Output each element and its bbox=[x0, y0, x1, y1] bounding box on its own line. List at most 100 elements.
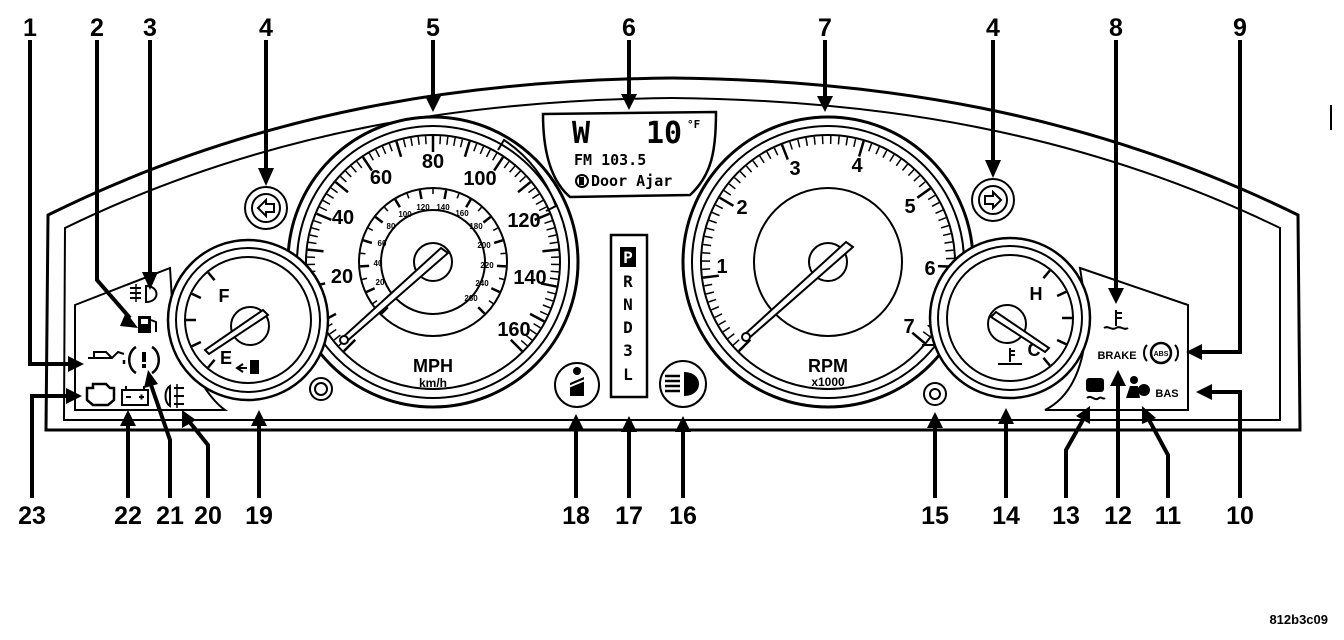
kmh-ticks bbox=[360, 189, 506, 315]
tachometer-tick bbox=[907, 169, 915, 177]
tachometer-tick bbox=[706, 227, 715, 232]
speedometer-tick bbox=[492, 152, 498, 161]
speedometer-tick bbox=[485, 149, 491, 158]
kmh-tick bbox=[465, 198, 472, 208]
speedometer-tick bbox=[307, 248, 324, 253]
speedometer-tick bbox=[311, 227, 320, 231]
leader-20 bbox=[186, 418, 210, 498]
kmh-tick bbox=[493, 239, 504, 245]
speedometer-tick bbox=[538, 206, 547, 212]
kmh-tick bbox=[368, 227, 374, 232]
kmh-tick bbox=[498, 277, 505, 281]
tachometer-tick bbox=[805, 137, 809, 146]
kmh-label-220: 220 bbox=[480, 261, 494, 270]
speedometer-tick bbox=[333, 334, 341, 341]
leader-11 bbox=[1146, 417, 1170, 498]
kmh-tick bbox=[496, 264, 506, 268]
speedometer-tick bbox=[368, 152, 374, 161]
speedometer-tick bbox=[459, 139, 464, 148]
callout-9: 9 bbox=[1233, 14, 1247, 42]
leader-2 bbox=[95, 40, 132, 320]
kmh-tick bbox=[492, 227, 498, 232]
speedometer-tick bbox=[381, 146, 387, 155]
tachometer-tick bbox=[714, 313, 723, 319]
speedometer-tick bbox=[509, 165, 516, 173]
fuel-empty-label: E bbox=[220, 348, 232, 368]
tachometer-tick bbox=[727, 333, 735, 340]
speedometer-tick bbox=[350, 165, 357, 173]
leader-arrowheads bbox=[66, 94, 1212, 432]
speedometer-tick bbox=[544, 297, 554, 302]
leader-13 bbox=[1064, 417, 1086, 498]
callout-5: 5 bbox=[426, 14, 440, 42]
tachometer-tick bbox=[780, 144, 789, 161]
callout-11: 11 bbox=[1155, 502, 1182, 530]
outside-temperature: 10 bbox=[646, 116, 682, 151]
fuel-gauge-ticks bbox=[186, 271, 216, 369]
fuel-gauge-tick bbox=[191, 292, 202, 300]
tachometer-tick bbox=[705, 291, 715, 295]
mph-label-60: 60 bbox=[370, 167, 392, 189]
temperature-gauge-tick bbox=[1042, 269, 1051, 279]
speedometer-tick bbox=[473, 143, 478, 152]
speedometer-tick bbox=[479, 146, 485, 155]
high-beam-icon bbox=[659, 360, 707, 408]
tachometer-tick bbox=[882, 150, 888, 158]
tachometer-tick bbox=[940, 224, 949, 229]
kmh-tick bbox=[443, 189, 448, 200]
coolant-warning-icon bbox=[1103, 310, 1129, 330]
tachometer-unit-x1000: x1000 bbox=[811, 375, 845, 389]
callout-6: 6 bbox=[622, 14, 636, 42]
abs-warning-icon: ABS bbox=[1143, 341, 1179, 365]
coolant-temp-icon bbox=[998, 348, 1022, 365]
tach-label-5: 5 bbox=[904, 196, 915, 218]
tach-label-1: 1 bbox=[716, 256, 727, 278]
tachometer-tick bbox=[738, 338, 752, 352]
speedometer-tick bbox=[546, 291, 556, 295]
kmh-label-140: 140 bbox=[436, 203, 450, 212]
fuel-needle bbox=[203, 308, 270, 356]
tachometer-tick bbox=[938, 217, 947, 222]
tachometer-tick bbox=[931, 201, 940, 208]
callout-17: 17 bbox=[615, 502, 643, 530]
tachometer-tick bbox=[927, 194, 936, 201]
kmh-tick bbox=[406, 193, 410, 199]
temperature-gauge-tick bbox=[1056, 290, 1067, 298]
tachometer-tick bbox=[944, 241, 953, 244]
temperature-unit: °F bbox=[687, 118, 700, 131]
speedometer-tick bbox=[525, 334, 533, 341]
tach-label-3: 3 bbox=[789, 158, 800, 180]
temperature-gauge-tick bbox=[1042, 357, 1051, 367]
airbag-warning-icon bbox=[1126, 376, 1150, 398]
tire-pressure-icon bbox=[128, 345, 160, 375]
kmh-tick bbox=[500, 252, 506, 255]
tachometer-unit-rpm: RPM bbox=[808, 356, 848, 376]
compass-heading: W bbox=[572, 116, 591, 151]
tachometer-tick bbox=[702, 274, 720, 279]
radio-station: FM 103.5 bbox=[574, 151, 646, 169]
gear-p: P bbox=[623, 248, 633, 267]
callout-23: 23 bbox=[18, 502, 46, 530]
tachometer-tick bbox=[759, 155, 765, 164]
kmh-tick bbox=[362, 239, 373, 245]
speedometer-tick bbox=[517, 181, 532, 194]
gear-r: R bbox=[623, 272, 633, 291]
temperature-gauge-ticks bbox=[1042, 269, 1072, 367]
callout-10: 10 bbox=[1226, 502, 1254, 530]
kmh-tick bbox=[360, 252, 366, 255]
temp-hot-label: H bbox=[1030, 284, 1043, 304]
callout-12: 12 bbox=[1104, 502, 1132, 530]
tachometer-tick bbox=[916, 187, 932, 199]
speedometer-tick bbox=[514, 170, 521, 178]
tachometer-tick bbox=[739, 171, 747, 178]
speedometer-unit-mph: MPH bbox=[413, 356, 453, 376]
callout-14: 14 bbox=[992, 502, 1020, 530]
kmh-tick bbox=[384, 206, 389, 212]
speedometer-tick bbox=[343, 338, 357, 352]
tachometer-tick bbox=[715, 204, 724, 210]
speedometer-tick bbox=[308, 241, 317, 245]
kmh-label-120: 120 bbox=[416, 203, 430, 212]
speedometer-tick bbox=[539, 310, 548, 316]
speedometer-tick bbox=[548, 234, 557, 238]
